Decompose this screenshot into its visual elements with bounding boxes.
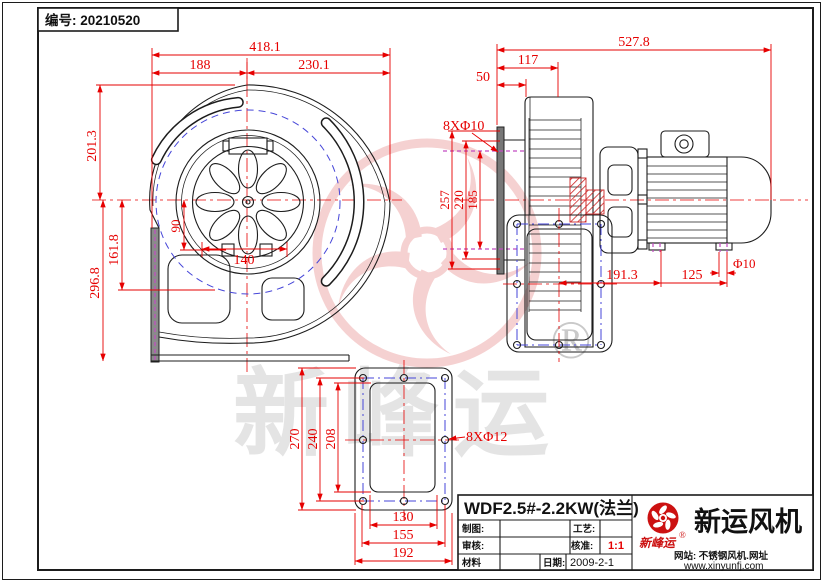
- scale-value: 1:1: [608, 540, 624, 552]
- front-view-dimensions: 418.1 188 230.1 201.3 161.8 296.8 90 140: [85, 40, 391, 362]
- dim-flange-outer-h: 270: [288, 429, 303, 450]
- dim-side-inlet-holes: 8XΦ10: [443, 119, 484, 134]
- dim-front-total: 418.1: [249, 40, 281, 55]
- label-approved: 核准:: [571, 540, 593, 552]
- dim-front-height-bottom: 296.8: [88, 267, 103, 299]
- dim-side-total: 527.8: [618, 35, 650, 50]
- housing-side: [524, 96, 594, 348]
- dim-side-inlet-id: 185: [465, 190, 480, 210]
- housing-cutout: [261, 277, 305, 321]
- title-block: WDF2.5#-2.2KW(法兰) 制图: 工艺: 审核: 核准: 1:1 材料…: [457, 494, 814, 572]
- label-process: 工艺:: [573, 523, 595, 535]
- dim-front-left: 188: [190, 58, 211, 73]
- dim-side-flange-depth: 50: [476, 70, 490, 85]
- dim-side-inlet-depth: 117: [518, 53, 538, 68]
- dim-flange-outer-w: 192: [393, 546, 414, 561]
- watermark-layer: ® 新峰运: [233, 138, 592, 468]
- brand-website-url: www.xinyunfj.com: [683, 561, 763, 572]
- dim-side-base-to-foot: 191.3: [606, 268, 638, 283]
- motor-foot: [648, 242, 666, 251]
- dim-flange-bolt-h: 240: [306, 429, 321, 450]
- serial-number-label: 编号: 20210520: [45, 12, 140, 28]
- flange-bolt-holes: [358, 373, 450, 506]
- brand-name: 新运风机: [694, 506, 802, 537]
- brand-logo-text: 新峰运: [639, 536, 677, 550]
- label-drawn: 制图:: [462, 523, 484, 535]
- dim-front-right: 230.1: [298, 58, 330, 73]
- motor-terminal-box: [660, 130, 710, 158]
- dim-front-foot-span: 140: [234, 253, 255, 268]
- label-date: 日期:: [543, 557, 565, 569]
- dim-flange-inner-h: 208: [324, 429, 339, 450]
- motor: [646, 130, 772, 252]
- motor-foot: [715, 242, 733, 251]
- dim-flange-inner-w: 130: [393, 510, 414, 525]
- brand-website-label: 网站: 不锈钢风机.网址: [674, 550, 768, 562]
- dim-side-flange-od: 257: [437, 190, 452, 210]
- flange-view: 270 240 208 8XΦ12 130 155 192: [288, 360, 507, 565]
- brand-area: ® 新峰运 新运风机 网站: 不锈钢风机.网址 www.xinyunfj.com: [639, 502, 802, 572]
- brand-fan-logo-icon: [647, 502, 679, 534]
- side-view: 527.8 117 50 8XΦ10 257 220 185 191.3 125: [437, 35, 808, 362]
- brand-registered-mark: ®: [679, 530, 686, 540]
- date-value: 2009-2-1: [570, 557, 614, 569]
- label-checked: 审核:: [462, 540, 484, 552]
- dim-side-foot-hole: Φ10: [733, 256, 756, 271]
- cable-gland: [674, 134, 694, 154]
- dim-side-foot-span: 125: [682, 268, 703, 283]
- impeller-blades: [195, 149, 301, 255]
- motor-bracket: [599, 146, 648, 254]
- dim-front-hub-drop: 90: [168, 220, 183, 233]
- serial-number-box: [37, 7, 179, 32]
- front-view: 418.1 188 230.1 201.3 161.8 296.8 90 140: [85, 40, 402, 372]
- dim-flange-holes: 8XΦ12: [466, 430, 507, 445]
- inlet-bolt-circle: [155, 109, 341, 295]
- flange-view-dimensions: 270 240 208 8XΦ12 130 155 192: [288, 367, 507, 565]
- watermark-brand-text: 新峰运: [233, 361, 563, 468]
- dim-front-height-mid: 161.8: [107, 234, 122, 266]
- label-material: 材料: [461, 557, 482, 569]
- dim-flange-bolt-w: 155: [393, 528, 414, 543]
- dim-front-height-top: 201.3: [85, 130, 100, 162]
- flange-opening: [369, 382, 436, 493]
- inlet-flange-plate: [496, 126, 505, 275]
- product-title: WDF2.5#-2.2KW(法兰): [464, 498, 639, 518]
- dim-side-bolt-circle: 220: [451, 190, 466, 210]
- impeller: [155, 109, 341, 295]
- housing-arc-slots: [150, 96, 365, 287]
- side-view-dimensions: 527.8 117 50 8XΦ10 257 220 185 191.3 125: [437, 35, 772, 287]
- housing-cutout: [167, 254, 231, 324]
